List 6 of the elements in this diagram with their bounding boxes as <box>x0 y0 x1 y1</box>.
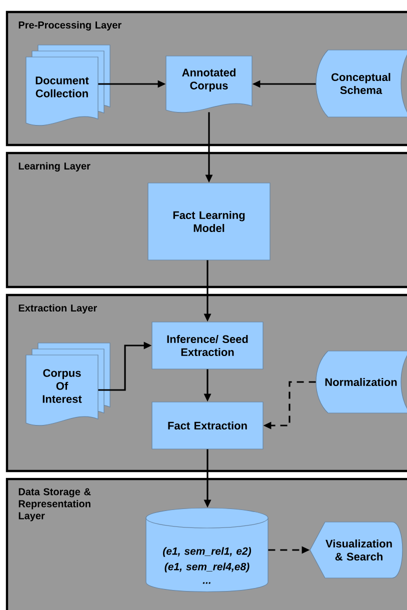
database-cylinder: (e1, sem_rel1, e2) (e1, sem_rel4,e8) ... <box>146 508 268 592</box>
document-stack: Corpus Of Interest <box>26 342 110 426</box>
process-box: Inference/ Seed Extraction <box>152 322 264 370</box>
process-box: Fact Learning Model <box>148 182 270 260</box>
document-stack: Document Collection <box>26 44 110 126</box>
process-box: Fact Extraction <box>152 402 264 450</box>
